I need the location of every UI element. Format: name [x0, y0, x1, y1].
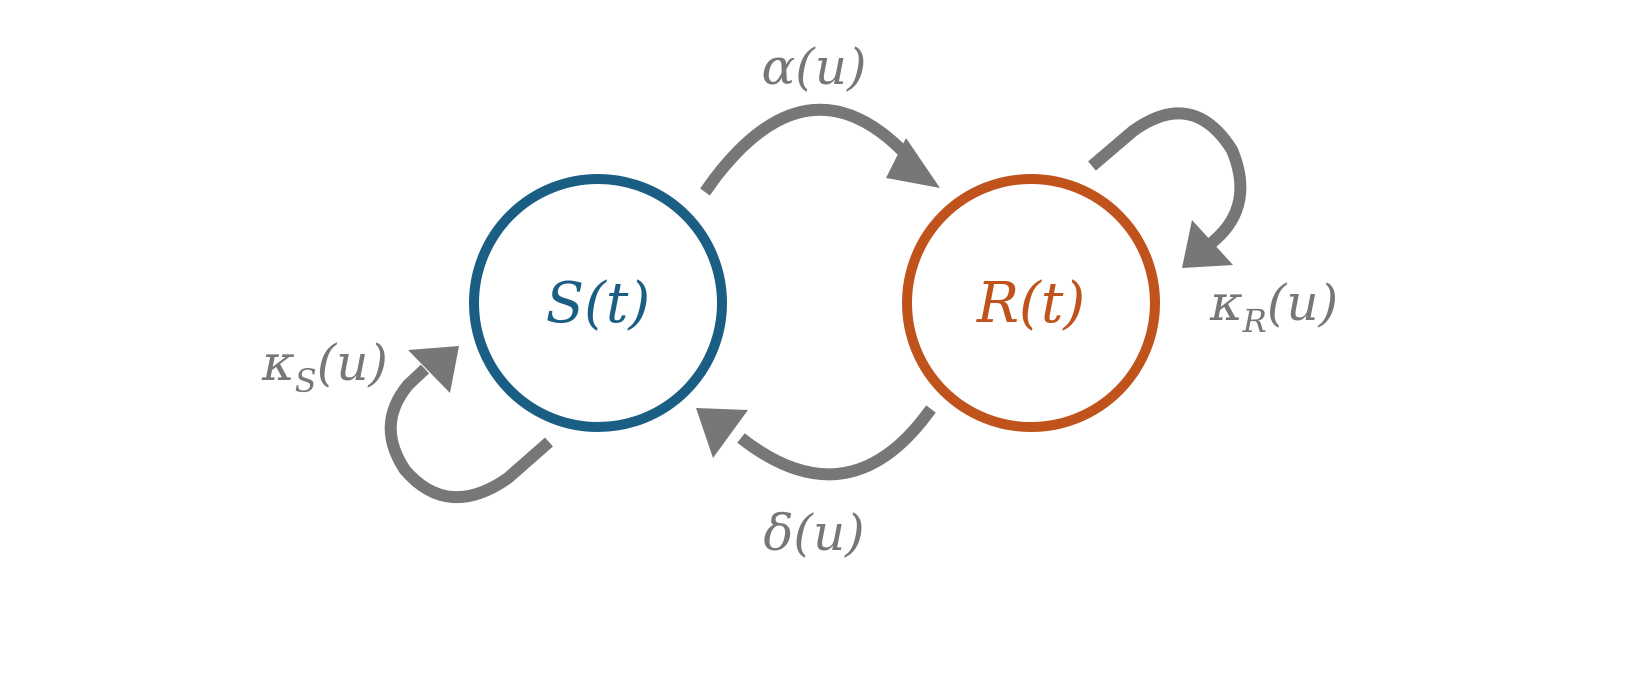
edge-kappa-s-subscript: S	[295, 362, 317, 400]
node-r-circle	[902, 174, 1160, 432]
node-s-label: S(t)	[546, 271, 651, 336]
edge-kappa-r-subscript: R	[1242, 302, 1267, 340]
edge-kappa-r-label: κR(u)	[1209, 274, 1338, 340]
edge-delta-label: δ(u)	[763, 504, 864, 562]
edge-kappa-s-label: κS(u)	[261, 334, 388, 400]
edge-kappa-r-symbol: κ	[1209, 274, 1243, 332]
edge-kappa-r-loop	[1088, 107, 1247, 268]
edge-alpha-arrow	[700, 103, 940, 196]
edge-delta-arrow	[696, 405, 936, 481]
node-r-label: R(t)	[976, 271, 1085, 336]
edge-kappa-s-symbol: κ	[261, 334, 295, 392]
node-s-circle	[469, 174, 727, 432]
edge-alpha-label: α(u)	[762, 38, 867, 96]
edge-kappa-s-argument: (u)	[317, 334, 388, 392]
edge-kappa-r-argument: (u)	[1267, 274, 1338, 332]
edge-kappa-s-loop	[384, 346, 553, 504]
